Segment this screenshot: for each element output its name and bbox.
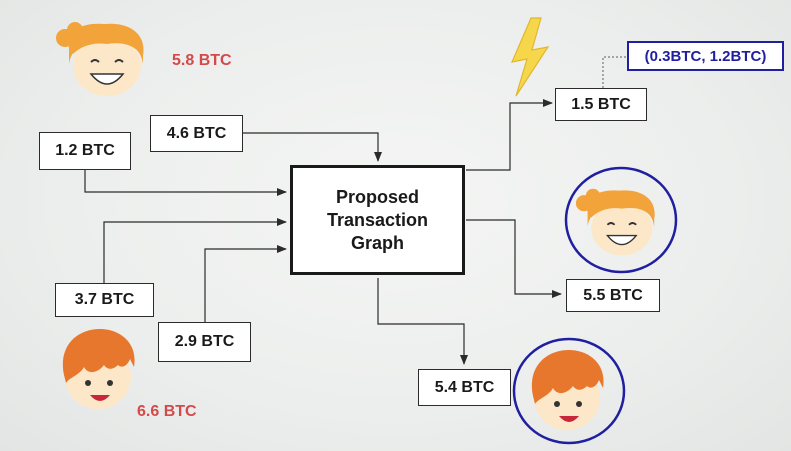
- lightning-icon: [510, 17, 550, 97]
- edge-in-4: [204, 245, 287, 322]
- input-box-3: 3.7 BTC: [55, 283, 154, 317]
- boy-face-ring-icon: [512, 337, 626, 445]
- edge-in-1: [84, 170, 287, 196]
- input-box-1: 1.2 BTC: [39, 132, 131, 170]
- edge-out-2: [466, 219, 562, 298]
- girl-amount: 5.8 BTC: [172, 52, 232, 69]
- edge-in-2: [243, 132, 382, 162]
- input-box-4: 2.9 BTC: [158, 322, 251, 362]
- proposed-transaction-graph: Proposed Transaction Graph: [290, 165, 465, 275]
- boy-face-icon: [62, 329, 135, 409]
- output-box-1: 1.5 BTC: [555, 88, 647, 121]
- edge-in-3: [103, 218, 287, 284]
- output-box-3: 5.4 BTC: [418, 369, 511, 406]
- main-title-line-3: Graph: [350, 232, 404, 253]
- girl-face-ring-icon: [564, 166, 678, 274]
- girl-face-icon: [56, 22, 144, 96]
- output-box-2: 5.5 BTC: [566, 279, 660, 312]
- range-connector: [602, 56, 626, 88]
- main-title-line-2: Transaction: [326, 209, 429, 230]
- edge-out-1: [466, 99, 553, 171]
- range-box: (0.3BTC, 1.2BTC): [627, 41, 784, 71]
- boy-amount: 6.6 BTC: [137, 403, 197, 420]
- edge-out-3: [377, 278, 468, 365]
- input-box-2: 4.6 BTC: [150, 115, 243, 152]
- main-title-line-1: Proposed: [335, 186, 419, 207]
